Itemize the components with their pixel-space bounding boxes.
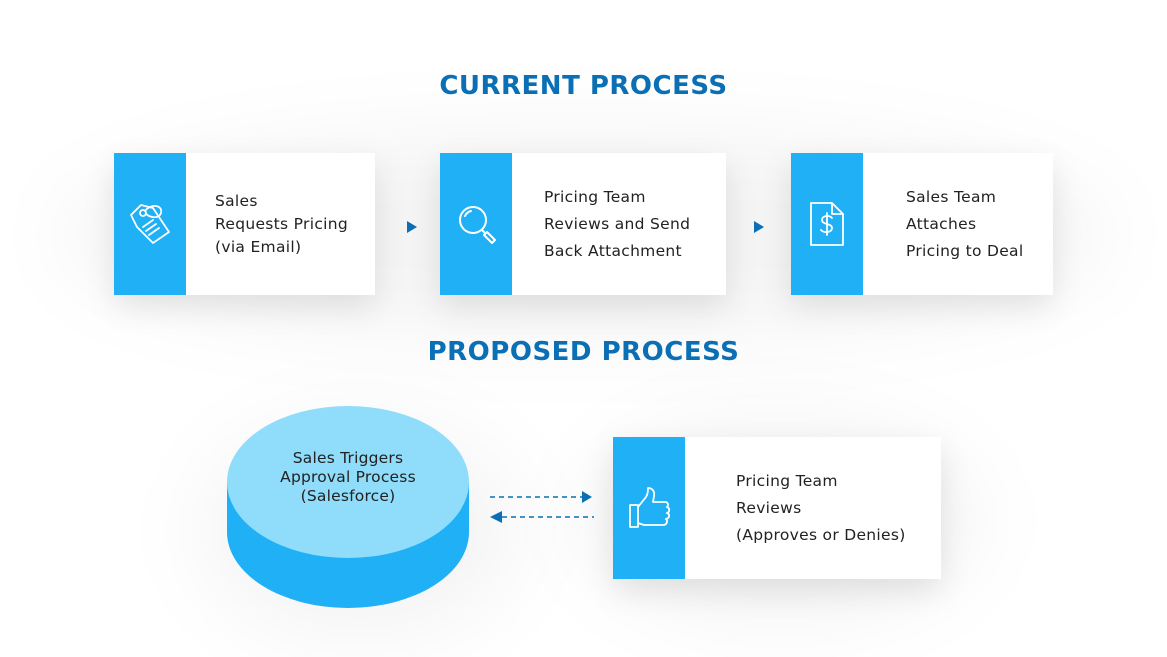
cylinder-top bbox=[227, 406, 469, 558]
step-line: Pricing to Deal bbox=[906, 241, 1024, 260]
cylinder-line: Approval Process bbox=[280, 468, 416, 486]
step-line: Requests Pricing bbox=[215, 214, 349, 233]
step-line: Attaches bbox=[906, 214, 977, 233]
step-text: Pricing Team Reviews and Send Back Attac… bbox=[544, 153, 722, 295]
step-line: Reviews and Send bbox=[544, 214, 691, 233]
cylinder-line: Sales Triggers bbox=[292, 449, 404, 467]
current-step-pricing-review: Pricing Team Reviews and Send Back Attac… bbox=[440, 153, 726, 295]
step-text: Sales Requests Pricing (via Email) bbox=[215, 153, 370, 295]
step-icon-strip bbox=[114, 153, 186, 295]
proposed-process-title: PROPOSED PROCESS bbox=[427, 337, 740, 367]
thumbs-up-icon bbox=[629, 487, 671, 528]
current-process-title: CURRENT PROCESS bbox=[439, 71, 728, 101]
arrowhead-right bbox=[582, 491, 592, 503]
step-line: Pricing Team bbox=[544, 187, 646, 206]
salesforce-cylinder bbox=[227, 406, 469, 608]
step-line: Pricing Team bbox=[736, 471, 838, 490]
dollar-document-icon bbox=[810, 202, 844, 246]
flow-arrow bbox=[754, 221, 764, 233]
step-line: Reviews bbox=[736, 498, 802, 517]
proposed-step-pricing-review: Pricing Team Reviews (Approves or Denies… bbox=[613, 437, 941, 579]
step-line: (via Email) bbox=[215, 237, 302, 256]
current-step-attach-pricing: Sales Team Attaches Pricing to Deal bbox=[791, 153, 1053, 295]
magnifier-icon bbox=[459, 206, 496, 244]
arrowhead-left bbox=[490, 511, 502, 523]
step-icon-strip bbox=[440, 153, 512, 295]
step-text: Sales Team Attaches Pricing to Deal bbox=[906, 153, 1048, 295]
flow-arrow bbox=[407, 221, 417, 233]
bidirectional-dashed-arrows bbox=[490, 491, 594, 523]
step-icon-strip bbox=[791, 153, 863, 295]
step-icon-strip bbox=[613, 437, 685, 579]
step-text: Pricing Team Reviews (Approves or Denies… bbox=[736, 437, 936, 579]
step-line: Back Attachment bbox=[544, 241, 682, 260]
step-line: Sales bbox=[215, 191, 258, 210]
cylinder-label: Sales Triggers Approval Process (Salesfo… bbox=[225, 449, 471, 506]
price-tag-icon bbox=[130, 204, 170, 244]
step-line: Sales Team bbox=[906, 187, 997, 206]
cylinder-line: (Salesforce) bbox=[300, 487, 396, 505]
current-step-sales-request: Sales Requests Pricing (via Email) bbox=[114, 153, 375, 295]
step-line: (Approves or Denies) bbox=[736, 525, 906, 544]
